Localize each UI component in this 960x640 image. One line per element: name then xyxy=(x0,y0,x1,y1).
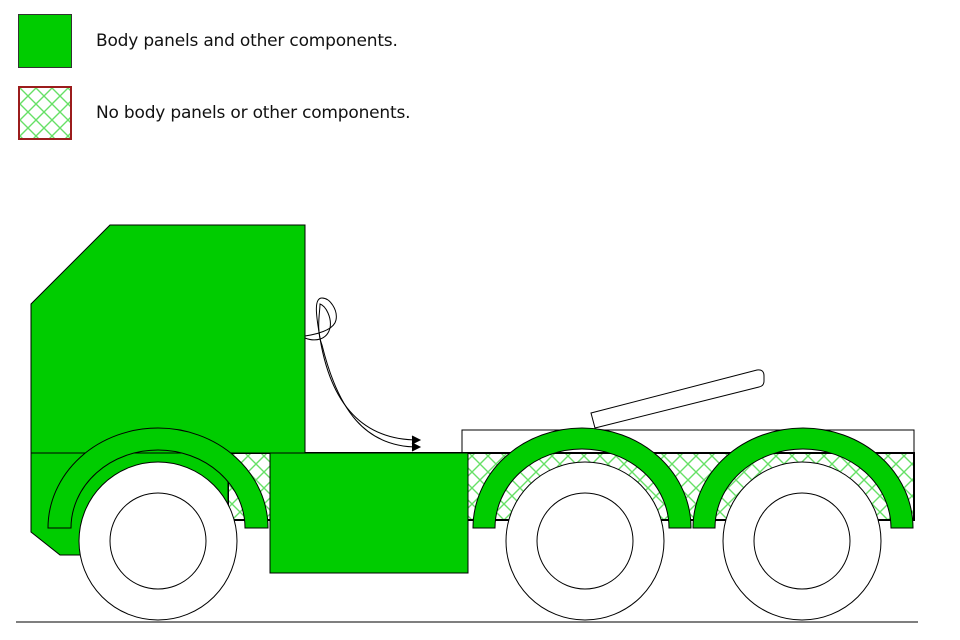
side-box-panel xyxy=(269,452,469,574)
trailer-connection-lines xyxy=(304,297,422,452)
legend-swatch-solid-green xyxy=(18,14,72,68)
front-mudguard xyxy=(47,427,269,529)
legend: Body panels and other components. No bod… xyxy=(18,12,411,156)
legend-label-hatched: No body panels or other components. xyxy=(96,103,411,123)
cab-panel xyxy=(30,224,306,454)
front-wheel xyxy=(78,461,238,621)
middle-mudguard xyxy=(472,427,692,529)
legend-label-solid: Body panels and other components. xyxy=(96,31,398,51)
fifth-wheel-ramp xyxy=(590,369,765,429)
middle-rear-wheel xyxy=(505,461,665,621)
legend-item-hatched: No body panels or other components. xyxy=(18,84,411,142)
back-rear-wheel xyxy=(722,461,882,621)
rear-mudguard xyxy=(692,427,914,529)
legend-swatch-hatched xyxy=(18,86,72,140)
legend-item-solid: Body panels and other components. xyxy=(18,12,410,70)
